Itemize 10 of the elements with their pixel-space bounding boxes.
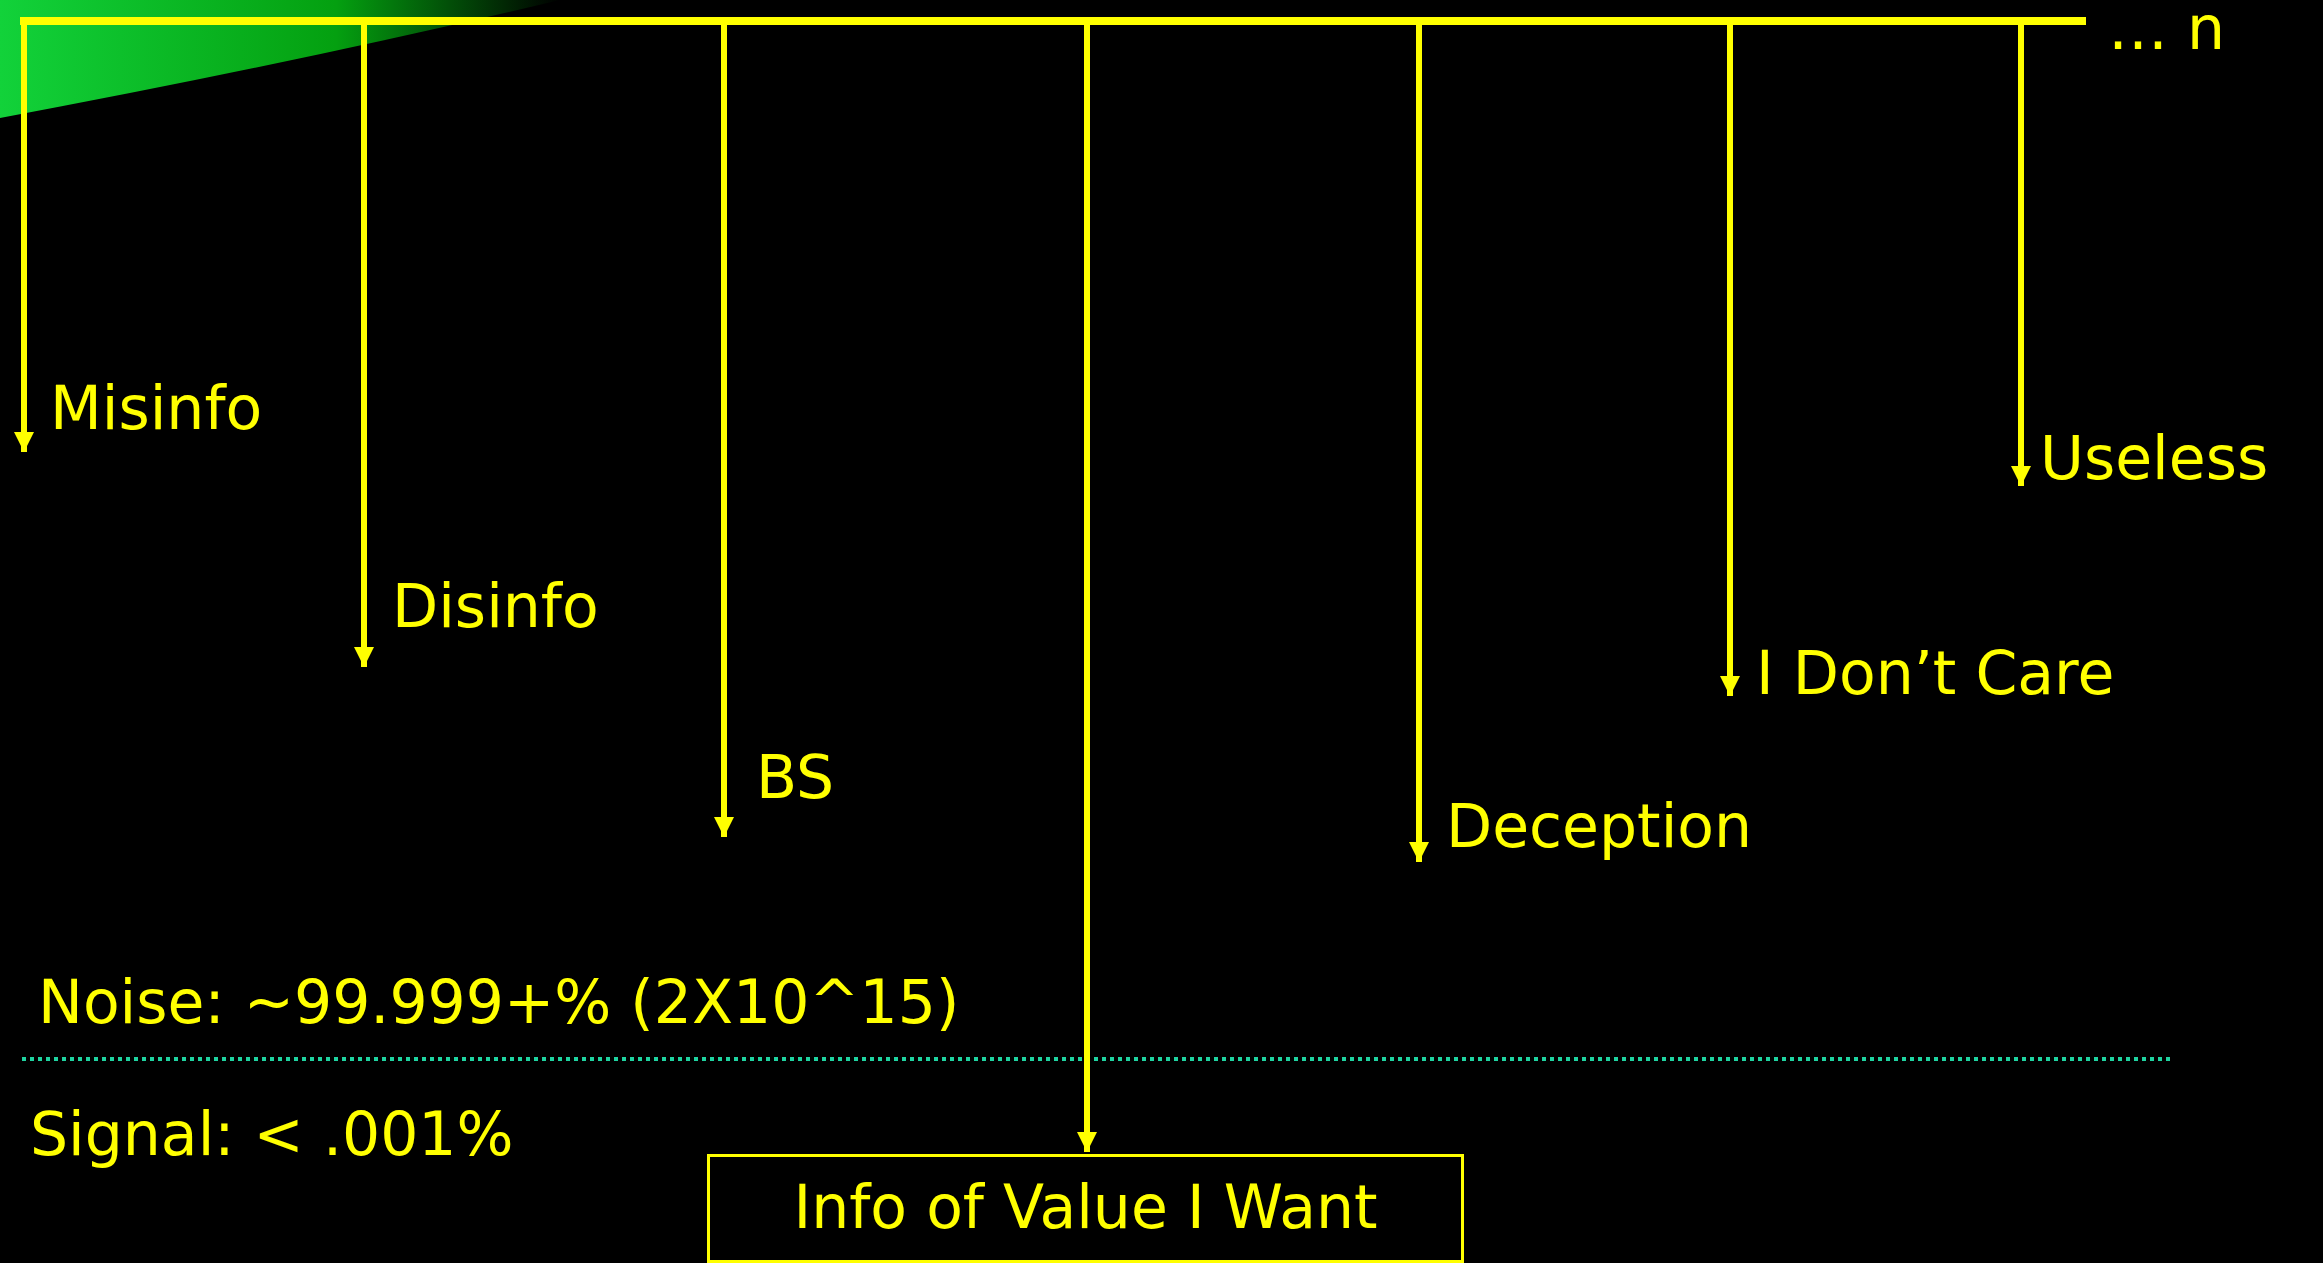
note-text: Signal: < .001% xyxy=(30,1098,514,1170)
category-label: Misinfo xyxy=(50,372,263,444)
category-label: I Don’t Care xyxy=(1756,637,2115,709)
category-label: BS xyxy=(756,741,835,813)
note-text: Noise: ~99.999+% (2X10^15) xyxy=(38,966,960,1038)
continuation-label: … n xyxy=(2108,0,2226,64)
category-label: Useless xyxy=(2040,422,2269,494)
category-label: Disinfo xyxy=(392,570,599,642)
target-box: Info of Value I Want xyxy=(707,1154,1464,1263)
category-label: Deception xyxy=(1446,790,1753,862)
